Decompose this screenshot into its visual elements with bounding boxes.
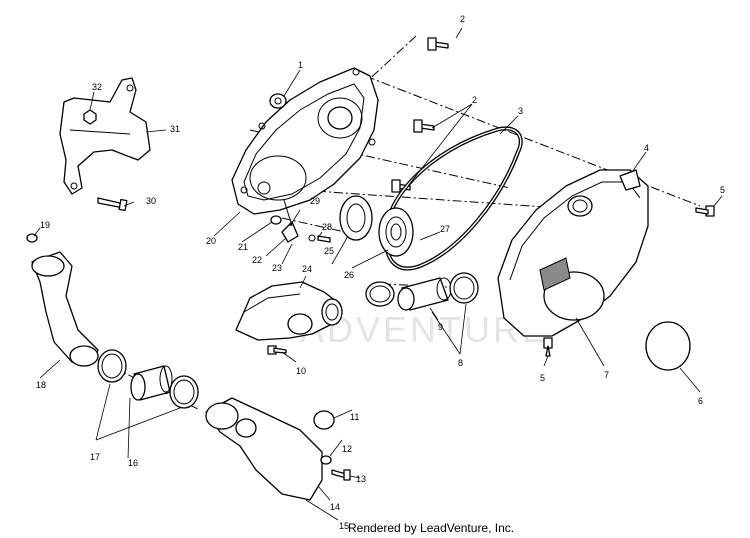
callouts: 1 2 2 3 4 5 5 6 7 8 9 10 11 12 13 14 15 … [36, 14, 725, 531]
duct-24 [235, 281, 343, 341]
clamp-8b [449, 272, 479, 304]
callout-12: 12 [342, 444, 352, 454]
outer-cover-4 [497, 169, 649, 337]
screw-13 [331, 469, 351, 481]
ring-11 [313, 410, 335, 430]
washer-1 [269, 93, 287, 109]
callout-3: 3 [518, 106, 523, 116]
callout-28: 28 [322, 222, 332, 232]
callout-27: 27 [440, 224, 450, 234]
callout-20: 20 [206, 236, 216, 246]
gasket-6 [645, 321, 691, 371]
callout-24: 24 [302, 264, 312, 274]
inner-cover-20 [231, 67, 379, 215]
credit-text: Rendered by LeadVenture, Inc. [348, 521, 515, 535]
callout-16: 16 [128, 458, 138, 468]
callout-13: 13 [356, 474, 366, 484]
leader-lines [33, 27, 723, 521]
bearing-26 [378, 207, 414, 257]
callout-5b: 5 [540, 373, 545, 383]
rivet-19 [26, 233, 38, 243]
callout-4: 4 [644, 143, 649, 153]
clamp-17a [97, 349, 127, 383]
callout-23: 23 [272, 263, 282, 273]
callout-17: 17 [90, 452, 100, 462]
clamp-17b [169, 375, 199, 409]
screw-10 [267, 345, 287, 355]
sleeve-16 [130, 365, 173, 401]
hardware-21-29 [270, 199, 331, 243]
bolt-30 [97, 197, 128, 212]
callout-9: 9 [438, 322, 443, 332]
callout-1: 1 [298, 60, 303, 70]
callout-8: 8 [458, 358, 463, 368]
callout-6: 6 [698, 396, 703, 406]
callout-30: 30 [146, 196, 156, 206]
callout-18: 18 [36, 380, 46, 390]
seal-25 [339, 195, 373, 241]
callout-7: 7 [604, 370, 609, 380]
callout-31: 31 [170, 124, 180, 134]
drive-belt-3 [383, 126, 523, 271]
screws-5 [543, 205, 715, 357]
callout-2a: 2 [460, 14, 465, 24]
intake-elbow-18 [31, 251, 99, 367]
sleeve-9 [397, 277, 452, 311]
decal-7 [539, 257, 571, 291]
callout-2b: 2 [472, 95, 477, 105]
outlet-duct-14 [205, 397, 323, 501]
washer-12 [320, 455, 332, 465]
callout-25: 25 [324, 246, 334, 256]
callout-21: 21 [238, 242, 248, 252]
screws-2 [391, 37, 449, 193]
callout-5a: 5 [720, 185, 725, 195]
callout-10: 10 [296, 366, 306, 376]
callout-26: 26 [344, 270, 354, 280]
callout-11: 11 [350, 412, 359, 422]
callout-15: 15 [339, 521, 349, 531]
callout-19: 19 [40, 220, 50, 230]
nut-32 [83, 109, 97, 125]
callout-29: 29 [310, 196, 320, 206]
bracket-31 [59, 77, 151, 195]
callout-32: 32 [92, 82, 102, 92]
callout-14: 14 [330, 502, 340, 512]
clamp-8a [365, 281, 395, 307]
callout-22: 22 [252, 255, 262, 265]
